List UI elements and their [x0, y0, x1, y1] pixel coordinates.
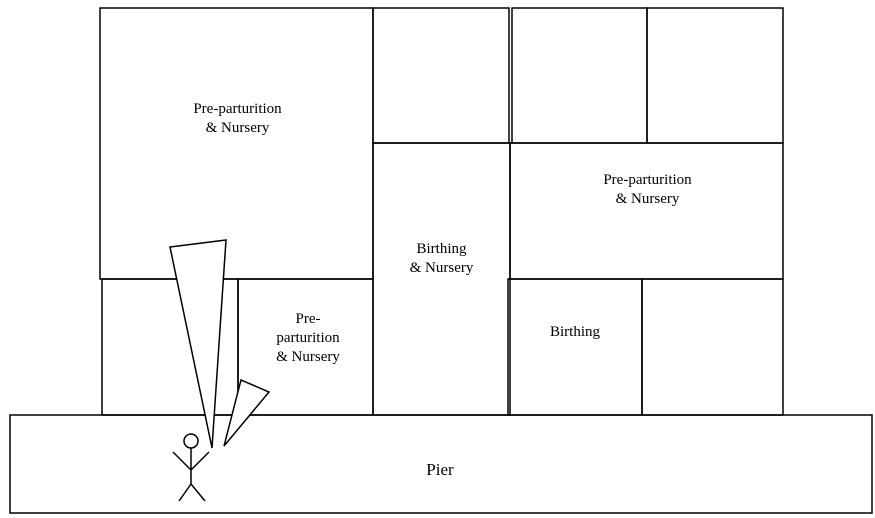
room-top-middle-small	[372, 7, 510, 144]
room-top-right-b	[646, 7, 784, 144]
view-cone-small-icon	[223, 378, 271, 447]
view-cone-large-icon	[169, 239, 227, 449]
room-top-right-a	[511, 7, 648, 144]
stick-figure-right-arm	[190, 451, 210, 471]
stick-figure-head	[183, 433, 199, 449]
pier-label: Pier	[426, 460, 454, 479]
stick-figure-icon	[172, 433, 210, 502]
room-bottom-right-a	[507, 278, 643, 416]
room-center-tall	[372, 142, 511, 416]
stick-figure-left-arm	[172, 451, 192, 471]
room-top-left-large	[99, 7, 374, 280]
room-bottom-right-b	[641, 278, 784, 416]
stick-figure-right-leg	[190, 483, 206, 502]
room-label-bottom-left-center: Pre- parturition & Nursery	[276, 311, 340, 365]
room-label-right-middle: Pre-parturition & Nursery	[603, 172, 692, 207]
room-right-middle	[509, 142, 784, 280]
room-label-top-left-large: Pre-parturition & Nursery	[193, 101, 282, 136]
pier	[9, 414, 873, 514]
room-label-center-tall: Birthing & Nursery	[409, 241, 474, 276]
room-label-bottom-right-a: Birthing	[549, 324, 600, 340]
stick-figure-left-leg	[178, 483, 192, 502]
